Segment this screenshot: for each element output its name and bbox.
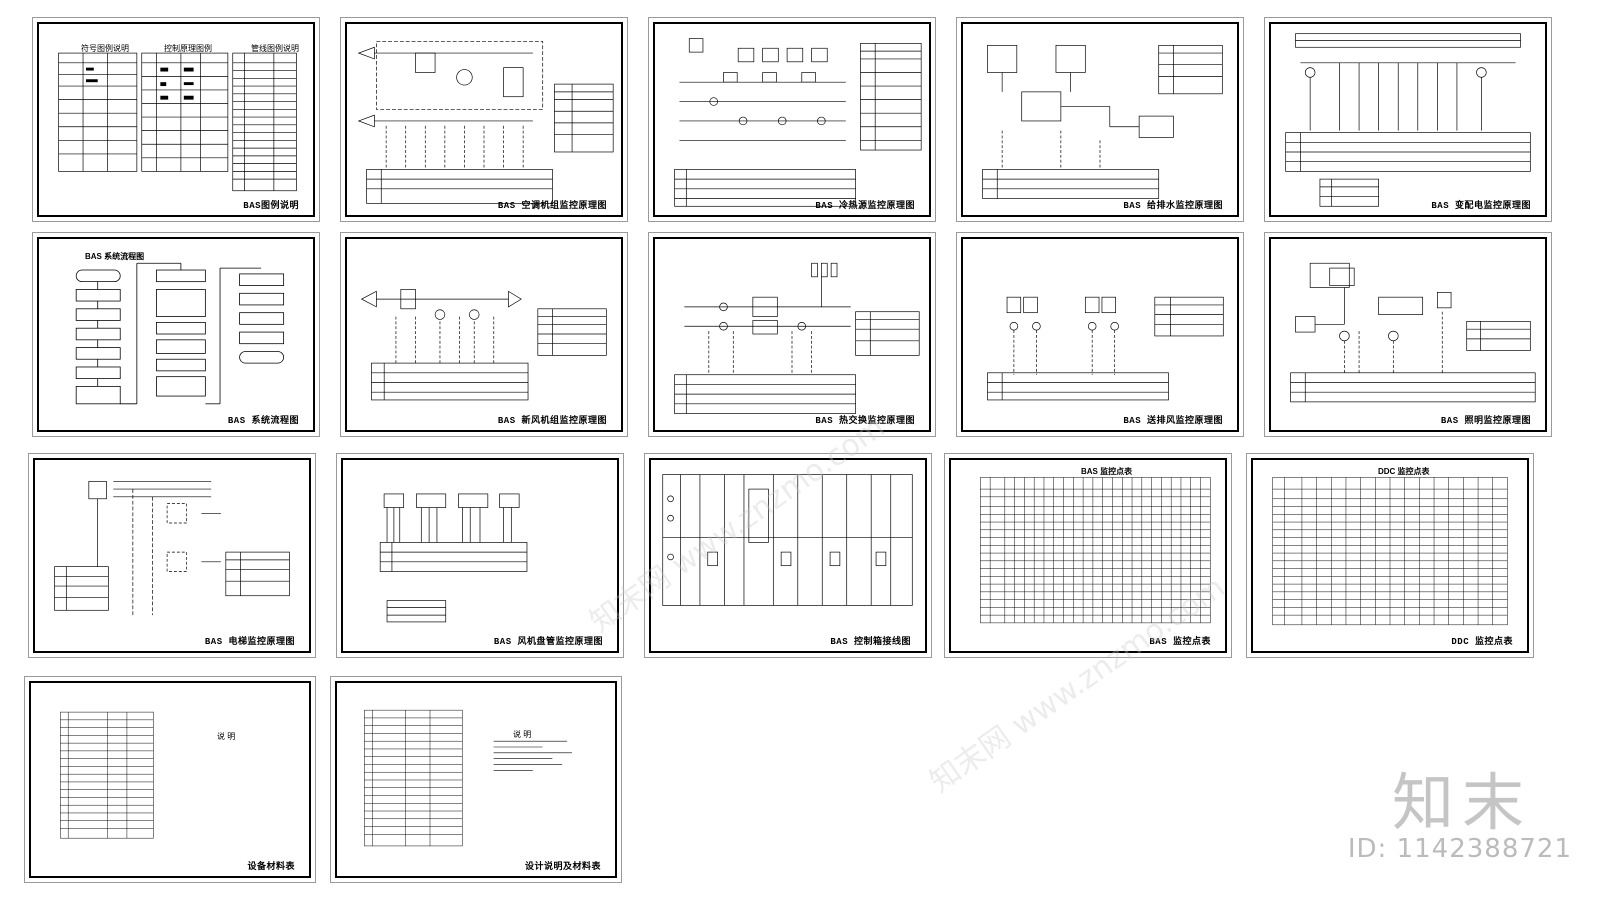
drawing-sheet-bas-point-table[interactable]: BAS 监控点表 BAS 监控点表: [944, 453, 1232, 658]
power-schematic: [1285, 33, 1531, 207]
drawing-sheet-heat-exchange[interactable]: BAS 热交换监控原理图: [648, 232, 936, 437]
plumbing-schematic: [982, 44, 1223, 199]
watermark-id-label: ID: 1142388721: [1347, 834, 1572, 864]
fan-coil-schematic: [379, 493, 528, 623]
sheet-caption: BAS 给排水监控原理图: [1123, 201, 1223, 211]
bas-table-title: BAS 监控点表: [1081, 467, 1133, 476]
sheet-caption: BAS 电梯监控原理图: [204, 637, 295, 647]
sheet-caption: BAS 空调机组监控原理图: [497, 201, 607, 211]
drawing-sheet-plumbing[interactable]: BAS 给排水监控原理图: [956, 17, 1244, 222]
ventilation-schematic: [987, 296, 1224, 401]
sheet-caption: BAS 新风机组监控原理图: [497, 416, 607, 426]
drawing-sheet-fan-coil[interactable]: BAS 风机盘管监控原理图: [336, 453, 624, 658]
drawing-sheet-design-notes[interactable]: 说 明 设计说明及材料表: [330, 676, 622, 883]
equipment-list-table: [60, 711, 154, 839]
sheet-caption: DDC 监控点表: [1451, 637, 1513, 647]
bas-point-table-grid: [980, 477, 1211, 624]
legend-title-c: 管线图例说明: [251, 44, 299, 53]
notes-title: 说 明: [217, 732, 236, 741]
drawing-sheet-lighting[interactable]: BAS 照明监控原理图: [1264, 232, 1552, 437]
fresh-air-schematic: [360, 289, 607, 401]
sheet-caption: BAS 监控点表: [1149, 637, 1211, 647]
legend-title-b: 控制原理图例: [164, 44, 212, 53]
chiller-schematic: [674, 38, 922, 207]
cabinet-wiring-diagram: [662, 474, 913, 606]
drawing-sheet-ddc-point-table[interactable]: DDC 监控点表 DDC 监控点表: [1246, 453, 1534, 658]
sheet-caption: BAS 风机盘管监控原理图: [493, 637, 603, 647]
ahu-schematic: [357, 41, 614, 204]
sheet-caption: BAS 控制箱接线图: [830, 637, 911, 647]
sheet-caption: BAS 照明监控原理图: [1440, 416, 1531, 426]
legend-title-a: 符号图例说明: [81, 44, 129, 53]
drawing-sheet-cabinet-wiring[interactable]: BAS 控制箱接线图: [644, 453, 932, 658]
drawing-sheet-chiller[interactable]: BAS 冷热源监控原理图: [648, 17, 936, 222]
drawing-sheet-legend[interactable]: 符号图例说明 控制原理图例 管线图例说明 BAS图例说明: [32, 17, 320, 222]
drawing-sheet-flowchart[interactable]: BAS 系统流程图 BAS 系统流程图: [32, 232, 320, 437]
flowchart-title: BAS 系统流程图: [85, 252, 145, 261]
sheet-caption: BAS 冷热源监控原理图: [815, 201, 915, 211]
watermark-logo: 知末: [1391, 766, 1532, 839]
system-flowchart: [75, 262, 285, 405]
sheet-caption: BAS 变配电监控原理图: [1431, 201, 1531, 211]
elevator-schematic: [54, 480, 290, 616]
ddc-point-table-grid: [1272, 477, 1508, 626]
legend-tables-drawing: [58, 52, 297, 192]
ddc-table-title: DDC 监控点表: [1378, 467, 1430, 476]
heat-exchange-schematic: [674, 262, 920, 414]
sheet-caption: 设计说明及材料表: [524, 862, 601, 872]
sheet-caption: 设备材料表: [247, 862, 295, 872]
drawing-sheet-equipment-list[interactable]: 说 明 设备材料表: [24, 676, 316, 883]
drawing-sheet-elevator[interactable]: BAS 电梯监控原理图: [28, 453, 316, 658]
lighting-schematic: [1290, 262, 1536, 403]
notes-title: 说 明: [513, 730, 532, 739]
sheet-caption: BAS 热交换监控原理图: [815, 416, 915, 426]
design-notes-table: [364, 709, 572, 847]
sheet-caption: BAS 送排风监控原理图: [1123, 416, 1223, 426]
sheet-caption: BAS 系统流程图: [227, 416, 299, 426]
sheet-caption: BAS图例说明: [243, 201, 299, 211]
drawing-sheet-ventilation[interactable]: BAS 送排风监控原理图: [956, 232, 1244, 437]
drawing-sheet-power[interactable]: BAS 变配电监控原理图: [1264, 17, 1552, 222]
drawing-sheet-ahu[interactable]: BAS 空调机组监控原理图: [340, 17, 628, 222]
drawing-sheet-fresh-air[interactable]: BAS 新风机组监控原理图: [340, 232, 628, 437]
